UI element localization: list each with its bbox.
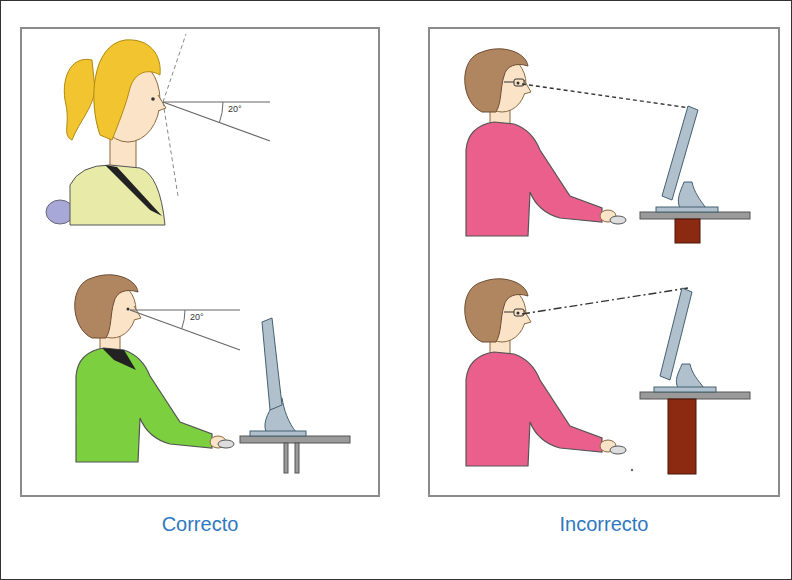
angle-label: 20° — [228, 104, 242, 115]
angled-sight-line — [130, 310, 240, 350]
seated-woman — [75, 275, 226, 462]
monitor — [660, 288, 692, 380]
shoulders — [70, 165, 165, 225]
desk-leg — [284, 443, 288, 473]
glasses — [504, 309, 524, 316]
incorrect-high-workstation — [465, 279, 750, 474]
monitor-stand — [676, 364, 704, 388]
angled-sight-line — [163, 102, 270, 141]
dot — [631, 469, 633, 471]
desk-block — [675, 219, 700, 243]
hair — [94, 40, 160, 140]
view-field-line — [163, 102, 178, 196]
monitor — [662, 106, 698, 200]
panel-box: Correcto — [20, 27, 380, 497]
incorrect-low-workstation — [465, 49, 750, 243]
seated-woman — [465, 279, 616, 466]
desk — [240, 436, 350, 443]
mouse — [610, 446, 626, 454]
monitor-base — [654, 387, 716, 392]
panel-caption: Incorrecto — [430, 512, 778, 536]
head-profile — [46, 34, 270, 225]
panel-box: Incorrecto — [428, 27, 780, 497]
eye — [151, 97, 155, 101]
sight-line — [522, 84, 690, 108]
monitor-base — [656, 207, 718, 212]
desk-pedestal — [668, 399, 696, 474]
desk — [640, 392, 750, 399]
horizontal-sight-line — [163, 101, 270, 102]
monitor-stand — [678, 182, 706, 208]
monitor-base — [250, 431, 306, 436]
angle-arc — [182, 310, 185, 329]
ponytail — [64, 59, 95, 140]
collar — [105, 165, 162, 216]
mouse — [610, 216, 626, 224]
panel-caption: Correcto — [22, 512, 378, 536]
correct-workstation — [75, 275, 350, 473]
desk-leg — [295, 443, 299, 473]
angle-arc — [219, 102, 223, 123]
view-field-line — [163, 34, 186, 102]
mouse — [218, 440, 234, 448]
glasses — [504, 79, 524, 86]
desk — [640, 212, 750, 219]
collar — [102, 348, 136, 370]
sight-line — [522, 288, 688, 314]
seated-woman — [465, 49, 616, 236]
angle-label: 20° — [190, 312, 204, 323]
monitor — [262, 318, 282, 410]
